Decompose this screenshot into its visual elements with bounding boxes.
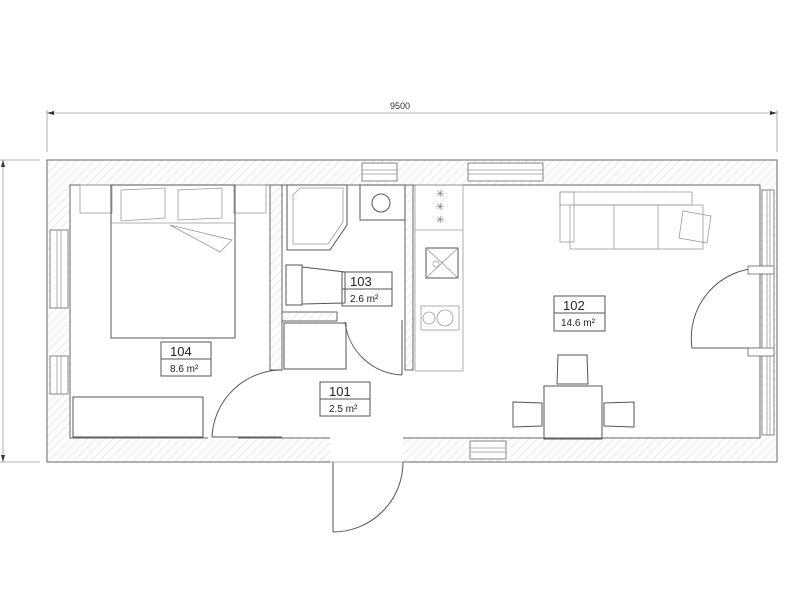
window-bedroom-2 xyxy=(49,355,69,395)
wardrobe-hallway xyxy=(283,322,347,370)
width-dimension-label: 9500 xyxy=(390,101,410,111)
sink xyxy=(425,247,459,279)
dining-table xyxy=(512,354,635,440)
width-dimension: 9500 xyxy=(46,101,778,152)
terrace-door[interactable] xyxy=(690,265,775,357)
window-living-right xyxy=(761,189,775,436)
entry-door[interactable] xyxy=(330,461,404,533)
room-area: 8.6 m² xyxy=(170,364,199,375)
room-area: 14.6 m² xyxy=(561,318,596,329)
hob-icon: ✳ xyxy=(436,202,444,213)
room-number: 103 xyxy=(350,274,372,289)
radiator-bedroom xyxy=(72,396,204,438)
cooktop xyxy=(420,305,460,331)
hob-icon: ✳ xyxy=(436,189,444,200)
bedroom-door[interactable] xyxy=(211,369,283,438)
room-number: 104 xyxy=(170,344,192,359)
interior-walls xyxy=(269,184,414,371)
shower-tray xyxy=(286,184,348,251)
room-label-104: 104 8.6 m² xyxy=(160,341,212,377)
room-number: 101 xyxy=(329,384,351,399)
room-area: 2.6 m² xyxy=(350,294,379,305)
double-bed xyxy=(79,184,267,339)
room-number: 102 xyxy=(563,298,585,313)
washbasin xyxy=(359,184,406,221)
exterior-walls xyxy=(46,159,778,463)
window-living-top xyxy=(467,162,544,182)
kitchen-counter: ✳ ✳ ✳ xyxy=(414,184,464,372)
window-bedroom-1 xyxy=(49,229,69,309)
toilet xyxy=(285,264,346,306)
room-label-102: 102 14.6 m² xyxy=(553,295,606,332)
window-living-bottom xyxy=(469,440,507,460)
windows xyxy=(49,162,775,460)
window-bathroom xyxy=(361,162,398,182)
room-label-103: 103 2.6 m² xyxy=(341,271,393,307)
bathroom-door[interactable] xyxy=(344,320,403,376)
hob-icon: ✳ xyxy=(436,215,444,226)
room-label-101: 101 2.5 m² xyxy=(319,381,371,417)
room-area: 2.5 m² xyxy=(329,404,358,415)
height-dimension xyxy=(0,159,40,463)
sofa xyxy=(559,191,712,250)
